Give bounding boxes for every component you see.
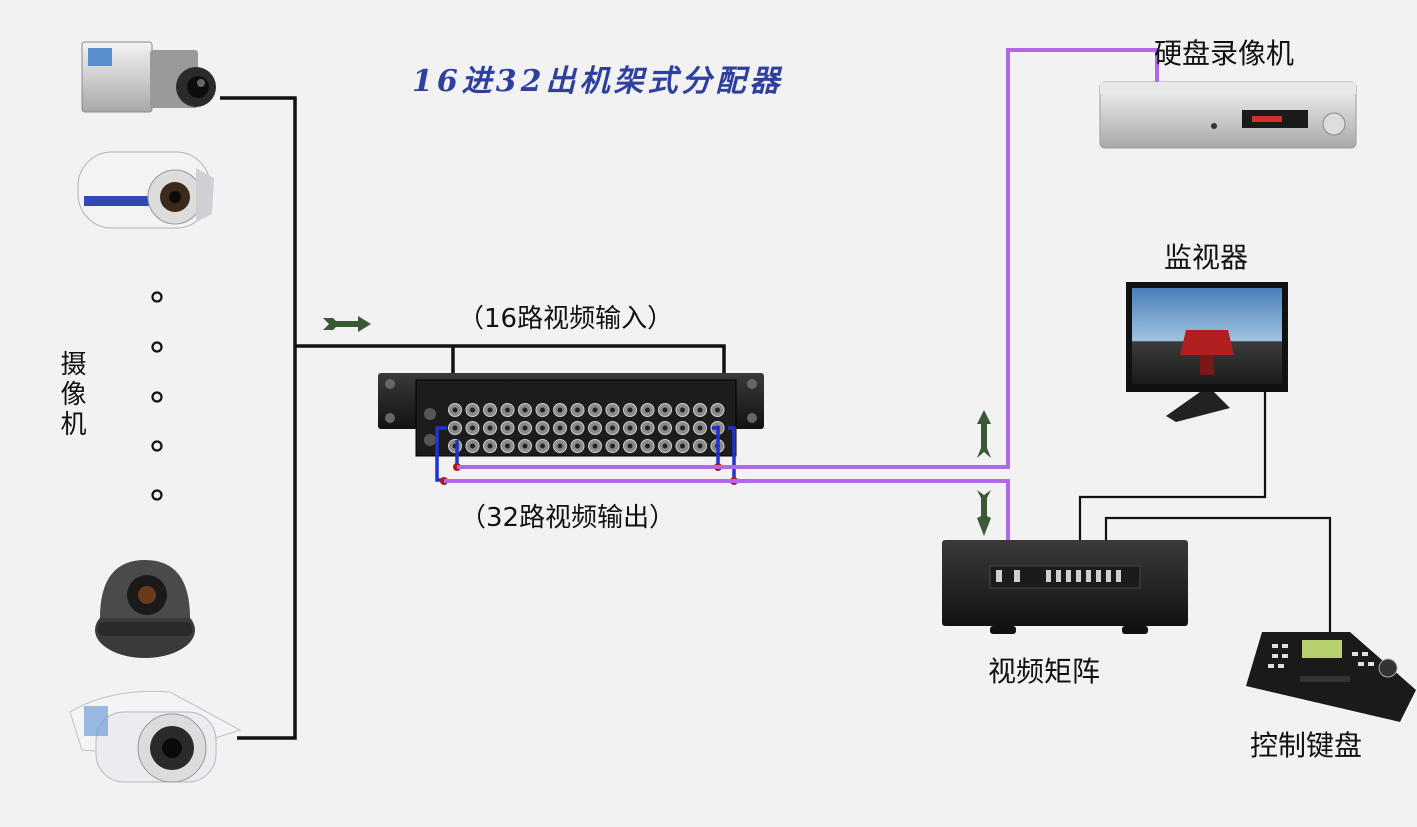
down-arrow-icon <box>977 490 991 536</box>
bnc-connector-pin <box>557 443 563 449</box>
bnc-connector-pin <box>662 407 668 413</box>
bullet-camera-icon <box>77 151 214 229</box>
bnc-connector-pin <box>627 425 633 431</box>
bnc-connector-pin <box>452 407 458 413</box>
bnc-connector-pin <box>557 425 563 431</box>
bnc-connector-pin <box>522 443 528 449</box>
input-label: （16路视频输入） <box>458 304 674 334</box>
bnc-connector-pin <box>575 407 580 413</box>
dome-camera-icon <box>95 560 195 658</box>
ir-bullet-camera-icon <box>69 690 242 783</box>
monitor-label: 监视器 <box>1164 241 1249 274</box>
box-camera-icon <box>81 41 216 113</box>
matrix-label: 视频矩阵 <box>988 655 1101 688</box>
control-cables <box>1078 392 1332 642</box>
bnc-connector-pin <box>645 407 650 413</box>
bnc-connector-pin <box>662 425 668 431</box>
up-down-arrow-icon <box>977 410 991 458</box>
dvr-recorder-icon <box>1099 81 1357 149</box>
bnc-connector-pin <box>662 443 668 449</box>
input-arrow-icon <box>323 316 371 332</box>
bnc-connector-pin <box>645 443 650 449</box>
output-distribution-cables <box>444 48 1159 540</box>
bnc-connector-pin <box>452 425 458 431</box>
bnc-connector-pin <box>697 443 703 449</box>
control-keyboard-icon <box>1246 632 1416 722</box>
bnc-connector-pin <box>575 443 580 449</box>
bnc-connector-pin <box>627 443 633 449</box>
bnc-connector-pin <box>470 407 475 413</box>
bnc-connector-pin <box>487 443 493 449</box>
bnc-connector-pin <box>680 407 685 413</box>
bnc-connector-pin <box>680 443 685 449</box>
bnc-connector-pin <box>575 425 580 431</box>
rack-distributor <box>378 373 764 457</box>
more-cameras-ellipsis <box>151 291 163 501</box>
diagram-title: 16进32出机架式分配器 <box>412 64 784 99</box>
keyboard-label: 控制键盘 <box>1250 729 1363 762</box>
video-matrix-icon <box>942 540 1188 634</box>
output-label: （32路视频输出） <box>460 503 676 533</box>
bnc-connector-pin <box>627 407 633 413</box>
bnc-connector-pin <box>592 407 598 413</box>
lcd-monitor-icon <box>1126 282 1288 422</box>
bnc-connector-pin <box>645 425 650 431</box>
bnc-connector-pin <box>487 407 493 413</box>
bnc-connector-pin <box>610 443 615 449</box>
bnc-connector-pin <box>697 425 703 431</box>
cameras-label: 摄像机 <box>56 350 86 440</box>
bnc-connector-pin <box>505 425 510 431</box>
bnc-connector-pin <box>592 443 598 449</box>
bnc-connector-pin <box>540 407 545 413</box>
bnc-connector-pin <box>505 443 510 449</box>
bnc-connector-pin <box>522 425 528 431</box>
bnc-connector-pin <box>540 443 545 449</box>
bnc-connector-pin <box>470 425 475 431</box>
bnc-connector-pin <box>557 407 563 413</box>
bnc-connector-pin <box>715 407 720 413</box>
bnc-connector-pin <box>505 407 510 413</box>
bnc-connector-pin <box>540 425 545 431</box>
bnc-connector-pin <box>697 407 703 413</box>
bnc-connector-pin <box>680 425 685 431</box>
bnc-connector-pin <box>470 443 475 449</box>
bnc-connector-pin <box>610 425 615 431</box>
dvr-label: 硬盘录像机 <box>1154 37 1295 70</box>
bnc-connector-pin <box>487 425 493 431</box>
bnc-connector-pin <box>522 407 528 413</box>
bnc-connector-pin <box>592 425 598 431</box>
bnc-connector-pin <box>610 407 615 413</box>
bnc-connector-grid <box>448 403 725 453</box>
